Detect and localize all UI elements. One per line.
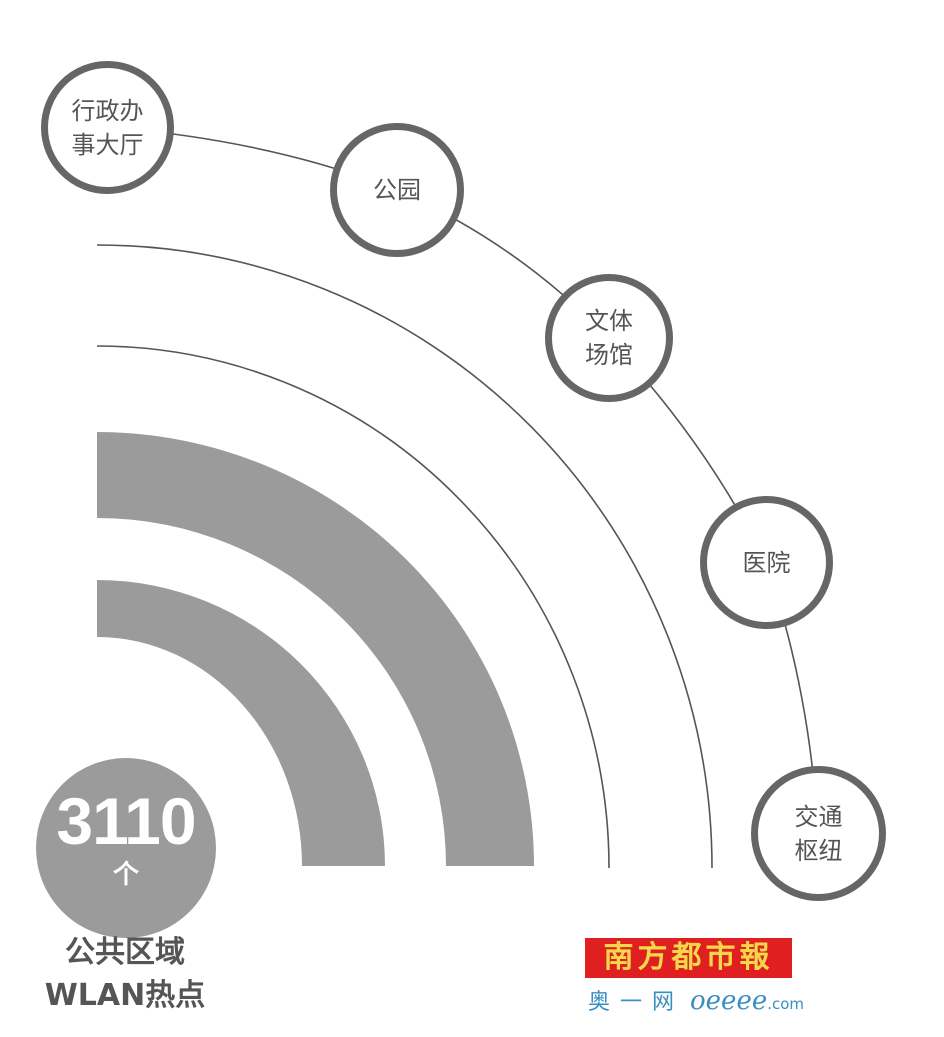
hotspot-unit: 个 <box>112 860 139 890</box>
node-label: 交通 <box>794 802 843 831</box>
site-logo-name: oeeee <box>690 986 768 1016</box>
node-park: 公园 <box>330 123 464 257</box>
signal-arc-thin-1 <box>96 345 610 869</box>
node-label: 场馆 <box>585 341 633 369</box>
node-label: 事大厅 <box>71 130 144 159</box>
signal-band-inner <box>97 580 385 866</box>
newspaper-logo: 南方都市報 <box>585 938 792 978</box>
site-logo-cn: 奥一网 <box>588 990 685 1015</box>
site-logo-domain: .com <box>767 995 805 1013</box>
caption-line-1: 公共区域 <box>65 935 185 970</box>
signal-arc-thin-2 <box>96 244 713 869</box>
node-label: 医院 <box>742 548 791 577</box>
node-hospital: 医院 <box>700 496 833 629</box>
signal-band-outer <box>97 432 534 866</box>
node-label: 行政办 <box>71 96 144 125</box>
node-label: 公园 <box>373 176 421 204</box>
caption-line-2: WLAN热点 <box>44 978 206 1013</box>
node-label: 枢纽 <box>794 836 843 865</box>
hotspot-count-badge: 3110 个 <box>36 758 216 938</box>
node-label: 文体 <box>585 307 633 335</box>
node-admin-hall: 行政办事大厅 <box>41 61 174 194</box>
node-sports-venue: 文体场馆 <box>545 274 673 402</box>
node-transport-hub: 交通枢纽 <box>751 766 886 901</box>
hotspot-count: 3110 <box>56 784 196 858</box>
